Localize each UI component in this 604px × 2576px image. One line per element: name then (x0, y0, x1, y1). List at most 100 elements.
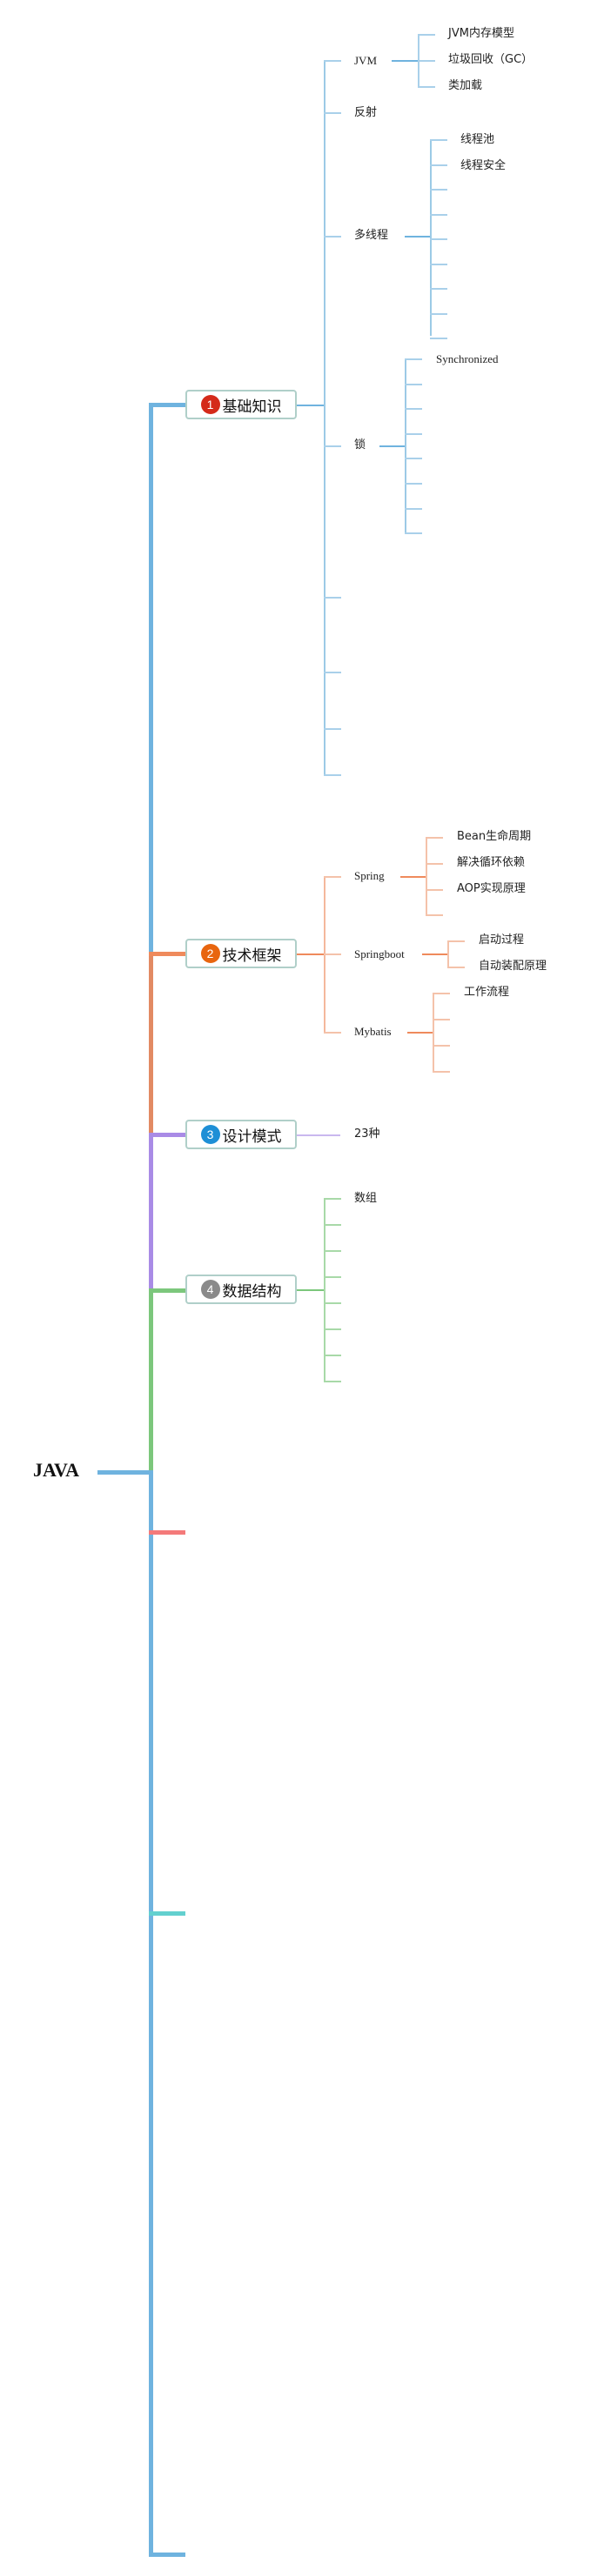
empty-subtopic-tick[interactable] (324, 672, 341, 673)
topic-design-patterns[interactable]: 3 设计模式 (185, 1120, 297, 1149)
topic1-bracket (324, 60, 325, 775)
topic4-out-line (297, 1289, 325, 1291)
spring-out-line (400, 876, 426, 878)
empty-node-tick[interactable] (433, 1045, 450, 1047)
node-startup-process[interactable]: 启动过程 (479, 933, 525, 947)
empty-node-tick[interactable] (405, 483, 422, 485)
node-garbage-collection[interactable]: 垃圾回收（GC） (448, 53, 534, 66)
subtopic-lock[interactable]: 锁 (354, 438, 366, 452)
trunk-segment-lower (149, 1470, 153, 2556)
topic4-bracket (324, 1198, 325, 1382)
springboot-out-line (422, 953, 448, 955)
root-connector (97, 1470, 150, 1475)
branch-tick (324, 60, 341, 62)
empty-branch-blue[interactable] (149, 2553, 185, 2557)
trunk-segment-topic4 (149, 1289, 153, 1474)
empty-node-tick[interactable] (405, 384, 422, 385)
multithreading-out-line (405, 236, 431, 238)
topic2-connector (149, 952, 185, 956)
branch-tick (324, 876, 341, 878)
topic-label: 技术框架 (222, 947, 282, 965)
number-badge-icon: 1 (200, 395, 220, 414)
branch-tick (324, 445, 341, 447)
branch-tick (324, 1198, 341, 1200)
number-badge-icon: 3 (200, 1125, 220, 1144)
empty-branch-teal[interactable] (149, 1911, 185, 1916)
topic2-out-line (297, 953, 325, 955)
node-bean-lifecycle[interactable]: Bean生命周期 (457, 830, 532, 843)
node-thread-safety[interactable]: 线程安全 (460, 159, 507, 172)
subtopic-multithreading[interactable]: 多线程 (354, 229, 389, 242)
subtopic-jvm[interactable]: JVM (354, 54, 378, 67)
trunk-segment-topic2 (149, 953, 153, 1136)
empty-node-tick[interactable] (324, 1381, 341, 1382)
empty-node-tick[interactable] (430, 264, 447, 265)
branch-tick (447, 940, 465, 942)
node-thread-pool[interactable]: 线程池 (460, 133, 495, 146)
topic4-connector (149, 1288, 185, 1293)
spring-bracket (426, 837, 427, 916)
node-auto-configuration[interactable]: 自动装配原理 (479, 960, 547, 973)
node-aop-principle[interactable]: AOP实现原理 (457, 882, 526, 895)
empty-node-tick[interactable] (430, 338, 447, 339)
empty-subtopic-tick[interactable] (324, 597, 341, 599)
branch-tick (433, 993, 450, 994)
branch-tick (418, 86, 435, 88)
branch-tick (426, 863, 443, 865)
subtopic-mybatis[interactable]: Mybatis (354, 1025, 392, 1038)
empty-subtopic-tick[interactable] (324, 728, 341, 730)
empty-node-tick[interactable] (430, 214, 447, 216)
empty-node-tick[interactable] (430, 238, 447, 240)
empty-node-tick[interactable] (430, 288, 447, 290)
subtopic-23-patterns[interactable]: 23种 (354, 1127, 380, 1141)
empty-node-tick[interactable] (324, 1355, 341, 1356)
subtopic-array[interactable]: 数组 (354, 1192, 378, 1205)
empty-node-tick[interactable] (433, 1071, 450, 1073)
subtopic-springboot[interactable]: Springboot (354, 947, 405, 960)
trunk-segment-topic3 (149, 1134, 153, 1291)
trunk-segment-topic1 (149, 405, 153, 955)
empty-node-tick[interactable] (430, 189, 447, 191)
empty-node-tick[interactable] (405, 458, 422, 459)
empty-node-tick[interactable] (405, 532, 422, 534)
branch-tick (430, 139, 447, 141)
node-workflow[interactable]: 工作流程 (464, 986, 510, 999)
topic-label: 数据结构 (222, 1282, 282, 1301)
topic1-out-line (297, 405, 325, 406)
topic3-out-line (297, 1134, 340, 1136)
springboot-bracket (447, 940, 449, 968)
number-badge-icon: 2 (200, 944, 220, 963)
node-jvm-memory-model[interactable]: JVM内存模型 (448, 27, 514, 40)
topic-frameworks[interactable]: 2 技术框架 (185, 939, 297, 968)
empty-node-tick[interactable] (324, 1276, 341, 1278)
subtopic-reflection[interactable]: 反射 (354, 106, 378, 119)
node-circular-dependency[interactable]: 解决循环依赖 (457, 856, 526, 869)
subtopic-spring[interactable]: Spring (354, 869, 385, 882)
empty-node-tick[interactable] (324, 1328, 341, 1330)
empty-node-tick[interactable] (433, 1019, 450, 1020)
node-synchronized[interactable]: Synchronized (436, 352, 499, 365)
empty-node-tick[interactable] (430, 313, 447, 315)
empty-node-tick[interactable] (426, 914, 443, 916)
empty-node-tick[interactable] (324, 1250, 341, 1252)
branch-tick (324, 1032, 341, 1034)
mybatis-bracket (433, 993, 434, 1073)
branch-tick (324, 953, 341, 955)
topic1-connector (149, 403, 185, 407)
node-class-loading[interactable]: 类加载 (448, 79, 483, 92)
empty-subtopic-tick[interactable] (324, 774, 341, 776)
topic-data-structures[interactable]: 4 数据结构 (185, 1275, 297, 1304)
branch-tick (324, 236, 341, 238)
empty-branch-red[interactable] (149, 1530, 185, 1535)
branch-tick (418, 60, 435, 62)
root-node-java[interactable]: JAVA (33, 1459, 79, 1481)
empty-node-tick[interactable] (324, 1302, 341, 1304)
empty-node-tick[interactable] (324, 1224, 341, 1226)
empty-node-tick[interactable] (430, 164, 447, 166)
empty-node-tick[interactable] (405, 508, 422, 510)
empty-node-tick[interactable] (405, 408, 422, 410)
topic-basics[interactable]: 1 基础知识 (185, 390, 297, 419)
empty-node-tick[interactable] (405, 433, 422, 435)
number-badge-icon: 4 (200, 1280, 220, 1299)
lock-out-line (379, 445, 406, 447)
